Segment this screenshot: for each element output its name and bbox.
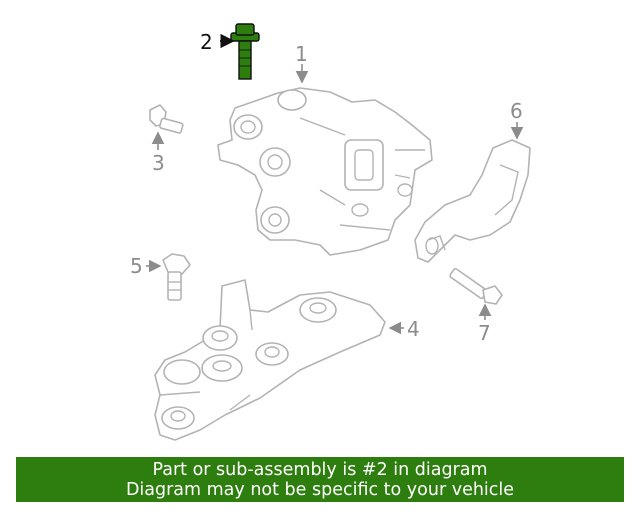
bolt-part-7[interactable] bbox=[449, 267, 503, 305]
callout-2[interactable]: 2 bbox=[200, 30, 213, 54]
bolt-part-2[interactable] bbox=[230, 23, 260, 80]
engine-mount-part-1[interactable] bbox=[217, 87, 433, 256]
disclaimer-banner: Part or sub-assembly is #2 in diagram Di… bbox=[16, 457, 624, 502]
callout-4[interactable]: 4 bbox=[407, 317, 420, 341]
bracket-part-6[interactable] bbox=[414, 139, 531, 263]
lower-bracket-part-4[interactable] bbox=[154, 279, 386, 441]
callout-3[interactable]: 3 bbox=[152, 151, 165, 175]
callout-1[interactable]: 1 bbox=[295, 42, 308, 66]
callout-6[interactable]: 6 bbox=[510, 99, 523, 123]
banner-line-1: Part or sub-assembly is #2 in diagram bbox=[152, 460, 488, 480]
callout-5[interactable]: 5 bbox=[130, 254, 143, 278]
callout-7[interactable]: 7 bbox=[478, 321, 491, 345]
parts-diagram: 2 1 3 6 5 bbox=[130, 23, 531, 441]
bolt-part-3[interactable] bbox=[149, 104, 184, 134]
bolt-part-5[interactable] bbox=[162, 253, 191, 301]
banner-line-2: Diagram may not be specific to your vehi… bbox=[125, 480, 515, 500]
